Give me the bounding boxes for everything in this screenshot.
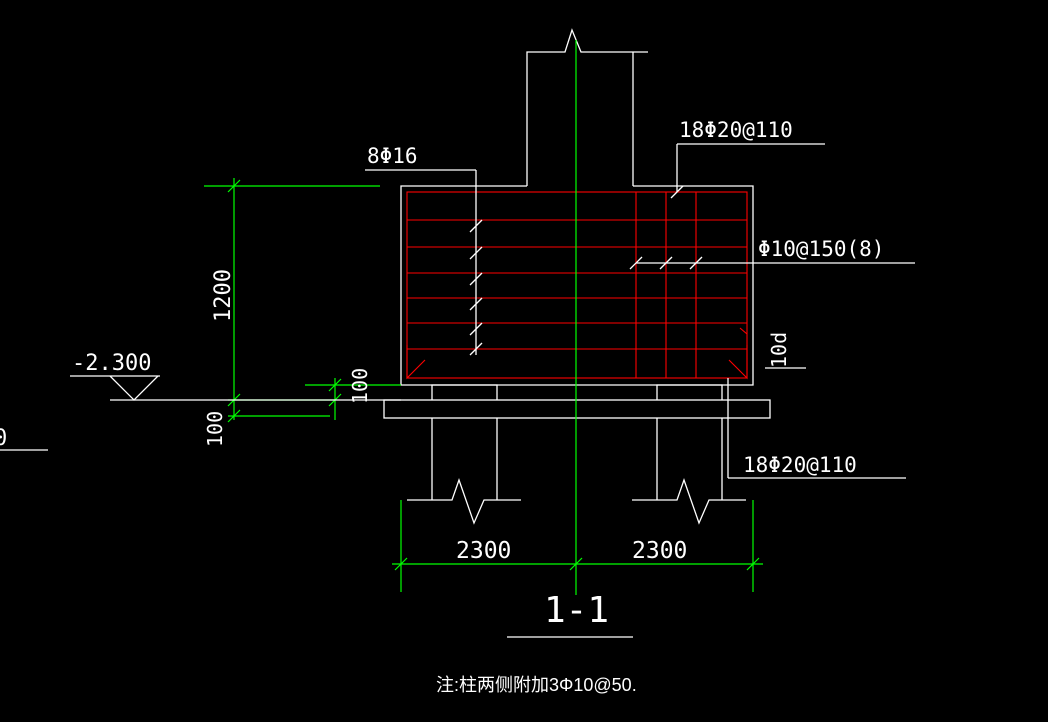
label-bottom-bars: 18Φ20@110 [743, 453, 857, 477]
label-stirrups: Φ10@150(8) [758, 237, 884, 261]
dim-cushion-right: 100 [348, 368, 372, 404]
leader-top-bars [670, 143, 825, 199]
elevation-marker [70, 375, 401, 401]
dim-span-left: 2300 [456, 538, 511, 564]
label-side-bars: 8Φ16 [367, 144, 418, 168]
section-title: 1-1 [544, 590, 609, 631]
label-anchor: 10d [767, 332, 791, 368]
leader-stirrups [629, 256, 915, 270]
dim-cut-left: 0 [0, 426, 7, 451]
pile-cap-outline [400, 185, 754, 386]
dim-span-right: 2300 [632, 538, 687, 564]
dim-cushion-left: 100 [203, 411, 227, 447]
cushion-layer [383, 399, 771, 419]
left-pile [407, 384, 521, 525]
rebar-grid [406, 191, 748, 380]
right-pile [632, 384, 746, 525]
label-top-bars: 18Φ20@110 [679, 118, 793, 142]
dim-height: 1200 [211, 269, 236, 322]
span-dimension [392, 500, 763, 592]
leader-bottom-bars [727, 378, 906, 479]
column-outline [526, 28, 648, 186]
leader-side-bars [365, 169, 483, 356]
drawing-note: 注:柱两侧附加3Φ10@50. [436, 675, 637, 695]
label-elevation: -2.300 [72, 351, 151, 376]
